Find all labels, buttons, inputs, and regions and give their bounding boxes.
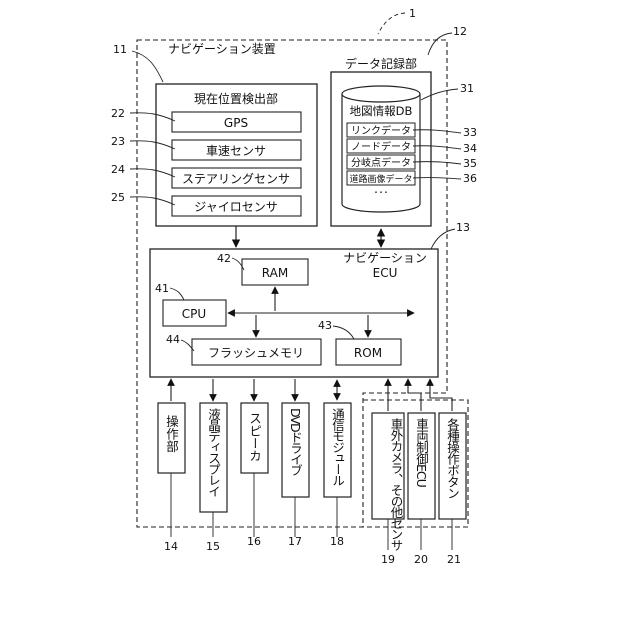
nav-device-title: ナビゲーション装置 xyxy=(168,42,276,56)
ref-22: 22 xyxy=(111,107,125,120)
data-storage-title: データ記録部 xyxy=(345,56,417,71)
ref-35: 35 xyxy=(463,157,477,170)
cpu-label: CPU xyxy=(182,307,206,321)
leader-12 xyxy=(428,33,452,55)
ref-41: 41 xyxy=(155,282,169,295)
control-buttons-label: 各種操作ボタン xyxy=(445,417,460,499)
rom-label: ROM xyxy=(354,346,382,360)
external-camera-label-line1: 車外カメラ、その他センサ xyxy=(389,418,404,551)
ref-23: 23 xyxy=(111,135,125,148)
speaker-label: スピーカ xyxy=(247,412,262,462)
ref-14: 14 xyxy=(164,540,178,553)
vehicle-ecu-arrow xyxy=(408,379,421,411)
comm-module-label: 通信モジュール xyxy=(330,408,345,485)
ref-20: 20 xyxy=(414,553,428,566)
gps-label: GPS xyxy=(224,116,248,130)
steering-sensor-label: ステアリングセンサ xyxy=(182,172,290,186)
gyro-sensor-label: ジャイロセンサ xyxy=(194,200,277,214)
ecu-title-line2: ECU xyxy=(373,266,398,280)
ref-31: 31 xyxy=(460,82,474,95)
operation-unit-label: 操作部 xyxy=(164,414,179,453)
leader-1 xyxy=(378,13,405,34)
ref-21: 21 xyxy=(447,553,461,566)
ref-43: 43 xyxy=(318,319,332,332)
lcd-label: 液晶ディスプレイ xyxy=(206,407,221,496)
ref-17: 17 xyxy=(288,535,302,548)
road-image-data-label: 道路画像データ xyxy=(349,173,412,185)
ref-16: 16 xyxy=(247,535,261,548)
speed-sensor-label: 車速センサ xyxy=(206,144,266,158)
position-unit-title: 現在位置検出部 xyxy=(194,91,278,106)
ref-44: 44 xyxy=(166,333,180,346)
ram-label: RAM xyxy=(262,266,288,280)
leader-13 xyxy=(431,229,455,249)
ecu-title-line1: ナビゲーション xyxy=(343,251,427,265)
ref-25: 25 xyxy=(111,191,125,204)
ref-42: 42 xyxy=(217,252,231,265)
ref-13: 13 xyxy=(456,221,470,234)
ref-1: 1 xyxy=(409,7,416,20)
ref-11: 11 xyxy=(113,43,127,56)
ref-34: 34 xyxy=(463,142,477,155)
flash-memory-label: フラッシュメモリ xyxy=(208,346,304,360)
db-ellipsis: ･･･ xyxy=(374,188,389,199)
ref-12: 12 xyxy=(453,25,467,38)
map-db-cylinder-top xyxy=(342,86,420,102)
link-data-label: リンクデータ xyxy=(351,124,411,137)
ref-33: 33 xyxy=(463,126,477,139)
branch-data-label: 分岐点データ xyxy=(351,156,411,169)
ref-15: 15 xyxy=(206,540,220,553)
node-data-label: ノードデータ xyxy=(351,140,411,153)
ref-36: 36 xyxy=(463,172,477,185)
ref-19: 19 xyxy=(381,553,395,566)
ref-24: 24 xyxy=(111,163,125,176)
dvd-drive-label: DVDドライブ xyxy=(288,408,303,476)
buttons-to-ecu-arrow xyxy=(430,379,452,411)
map-db-title: 地図情報DB xyxy=(350,104,413,118)
ref-18: 18 xyxy=(330,535,344,548)
vehicle-ecu-label: 車両制御ECU xyxy=(414,418,429,488)
